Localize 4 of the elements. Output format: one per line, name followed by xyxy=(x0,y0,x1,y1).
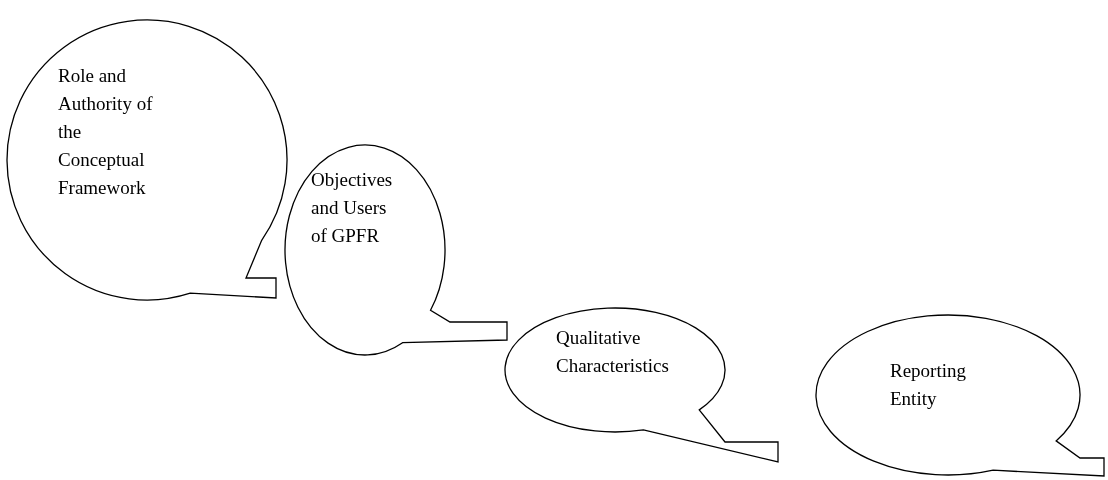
bubble-text: Qualitative Characteristics xyxy=(556,326,670,378)
bubble-text: Role and Authority of the Conceptual Framework xyxy=(58,64,154,200)
bubble-text: Objectives and Users of GPFR xyxy=(311,168,394,248)
bubble-text: Reporting Entity xyxy=(890,359,967,411)
